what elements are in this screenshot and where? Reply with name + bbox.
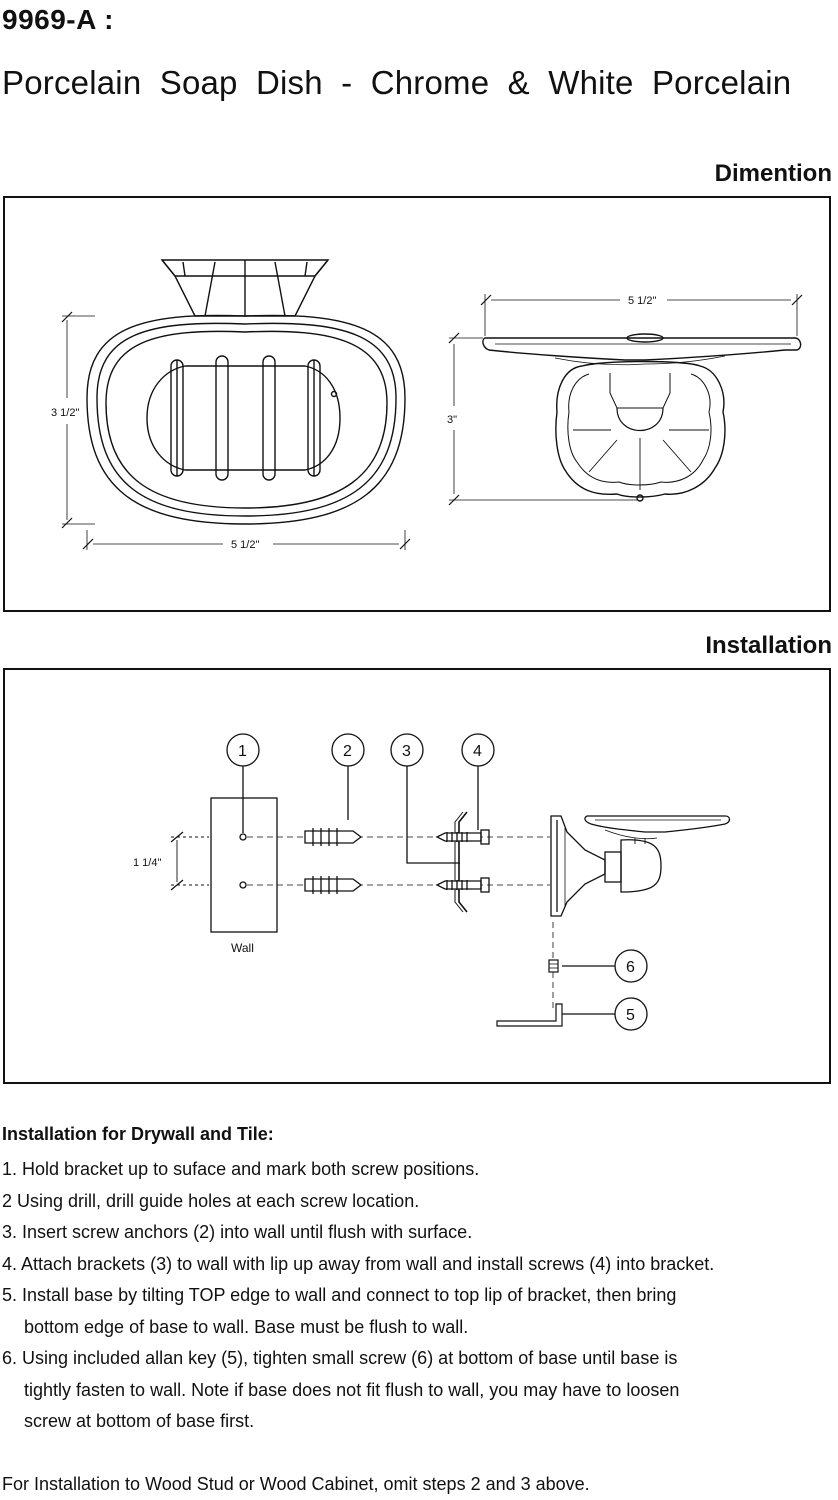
side-width-label: 5 1/2": [628, 295, 656, 307]
installation-diagram: 1 2 3 4 5 6 Wall 1 1/4": [3, 668, 831, 1084]
step-2: 2 Using drill, drill guide holes at each…: [2, 1186, 838, 1218]
screw-anchor-bottom: [304, 876, 363, 894]
step-text-continued: bottom edge of base to wall. Base must b…: [24, 1316, 469, 1337]
step-text: 2 Using drill, drill guide holes at each…: [2, 1190, 420, 1211]
step-text: 6. Using included allan key (5), tighten…: [2, 1348, 678, 1368]
callout-2: [331, 733, 365, 820]
bracket-drawing: [454, 811, 468, 913]
step-text: 5. Install base by tilting TOP edge to w…: [2, 1285, 677, 1305]
screw-top: [435, 829, 490, 845]
set-screw-drawing: [548, 959, 559, 973]
step-text-continued: screw at bottom of base first.: [24, 1411, 255, 1431]
side-view-drawing: [448, 294, 803, 506]
step-text: 4. Attach brackets (3) to wall with lip …: [2, 1253, 715, 1274]
instructions-title: Installation for Drywall and Tile:: [2, 1124, 274, 1144]
callout-4-label: 4: [473, 743, 482, 760]
instruction-steps: 1. Hold bracket up to suface and mark bo…: [2, 1154, 838, 1438]
step-text-continued: tightly fasten to wall. Note if base doe…: [24, 1379, 680, 1400]
callout-3: [390, 733, 460, 864]
allen-key-drawing: [496, 1003, 563, 1027]
spacing-dimension: [170, 831, 209, 891]
wall-label: Wall: [231, 941, 254, 955]
callout-2-label: 2: [343, 743, 352, 760]
alignment-lines: [247, 836, 554, 1010]
dimension-heading: Dimention: [714, 160, 832, 187]
step-1: 1. Hold bracket up to suface and mark bo…: [2, 1154, 838, 1186]
front-width-label: 5 1/2": [231, 539, 259, 551]
wood-installation-note: For Installation to Wood Stud or Wood Ca…: [2, 1474, 590, 1494]
callout-6-label: 6: [626, 959, 635, 976]
callout-1-label: 1: [238, 743, 247, 760]
step-3: 3. Insert screw anchors (2) into wall un…: [2, 1217, 838, 1249]
dimension-diagram: 3 1/2" 5 1/2": [3, 196, 831, 612]
callout-5-label: 5: [626, 1007, 635, 1024]
dimension-drawing: 3 1/2" 5 1/2": [51, 259, 803, 551]
wall-drawing: [210, 797, 278, 933]
front-view-drawing: [61, 259, 411, 550]
callout-5: [561, 997, 648, 1031]
installation-drawing: 1 2 3 4 5 6 Wall 1 1/4": [133, 733, 731, 1031]
soap-dish-assembly: [550, 815, 731, 917]
callout-6: [562, 949, 648, 983]
model-number: 9969-A :: [2, 4, 114, 35]
callout-4: [461, 733, 495, 830]
side-height-label: 3": [447, 414, 457, 426]
front-height-label: 3 1/2": [51, 407, 79, 419]
spacing-label: 1 1/4": [133, 857, 161, 869]
callout-1: [226, 733, 260, 833]
step-text: 1. Hold bracket up to suface and mark bo…: [2, 1159, 480, 1179]
screw-bottom: [435, 877, 490, 893]
step-5: 5. Install base by tilting TOP edge to w…: [2, 1280, 838, 1343]
screw-anchor-top: [304, 828, 363, 846]
callout-3-label: 3: [402, 743, 411, 760]
step-text: 3. Insert screw anchors (2) into wall un…: [2, 1222, 473, 1242]
installation-heading: Installation: [705, 632, 832, 659]
step-6: 6. Using included allan key (5), tighten…: [2, 1343, 838, 1438]
product-title: Porcelain Soap Dish - Chrome & White Por…: [2, 64, 792, 101]
step-4: 4. Attach brackets (3) to wall with lip …: [2, 1249, 838, 1281]
